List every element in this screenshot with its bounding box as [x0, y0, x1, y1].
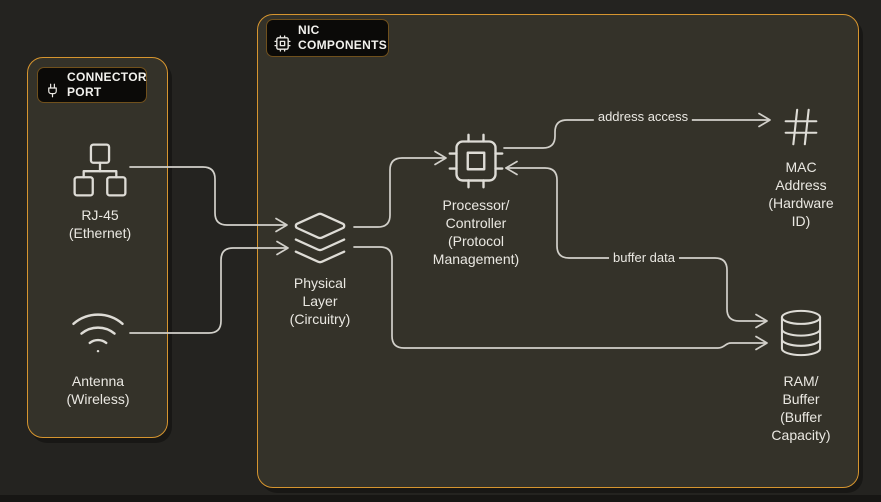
edge-processor-to-mac-address — [503, 112, 771, 149]
connector-port-group-label: CONNECTOR PORT — [37, 67, 147, 103]
nic-components-group-title: NIC COMPONENTS — [298, 23, 388, 52]
edge-antenna-to-physical-layer — [129, 240, 289, 334]
edge-label-buffer-data: buffer data — [609, 249, 679, 267]
arrowhead — [276, 240, 289, 256]
arrowhead — [275, 217, 288, 233]
wifi-icon — [67, 299, 129, 361]
node-label-rj45: RJ-45 (Ethernet) — [68, 207, 132, 241]
arrowhead — [755, 335, 768, 351]
plug-icon — [45, 68, 60, 102]
node-label-physical-layer: Physical Layer (Circuitry) — [289, 275, 351, 327]
connector-port-group-title: CONNECTOR PORT — [67, 70, 147, 99]
node-label-processor: Processor/ Controller (Protocol Manageme… — [432, 197, 520, 267]
database-icon — [775, 307, 827, 359]
edge-label-address-access: address access — [593, 108, 693, 126]
edge-physical-layer-to-ram — [353, 246, 768, 351]
edge-processor-ram-buffer-data — [505, 160, 768, 329]
node-label-mac-address: MAC Address (Hardware ID) — [768, 159, 834, 229]
connector-port-group — [27, 57, 168, 438]
edge-physical-layer-to-processor — [353, 150, 447, 228]
nic-components-group-label: NIC COMPONENTS — [266, 19, 389, 57]
layers-icon — [291, 209, 349, 267]
bottom-edge-strip — [0, 495, 881, 502]
arrowhead — [434, 150, 447, 166]
cpu-icon — [446, 131, 506, 191]
arrowhead — [755, 313, 768, 329]
node-label-ram-buffer: RAM/ Buffer (Buffer Capacity) — [771, 373, 831, 443]
cpu-icon — [274, 20, 291, 56]
hash-icon — [778, 104, 824, 150]
edge-rj45-to-physical-layer — [129, 166, 288, 233]
arrowhead — [758, 112, 771, 128]
node-label-antenna: Antenna (Wireless) — [66, 373, 130, 407]
network-icon — [71, 141, 129, 199]
